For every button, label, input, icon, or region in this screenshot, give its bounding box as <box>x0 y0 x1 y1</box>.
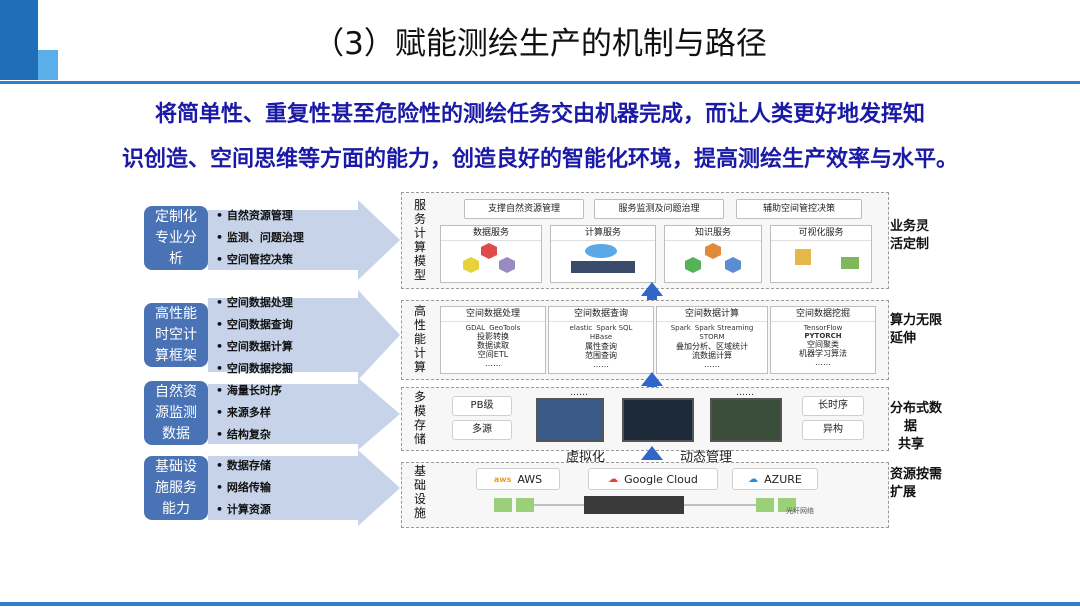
bullet-item: • 空间数据处理 <box>216 296 293 309</box>
hexagon-cluster-icon <box>685 243 741 273</box>
category-box-hpc-framework: 高性能 时空计 算框架 <box>144 303 208 367</box>
hexagon-cluster-icon <box>463 243 515 273</box>
pytorch-logo: PYTORCH <box>804 332 842 340</box>
aws-logo: aws <box>493 474 512 484</box>
dashboard-icon <box>795 249 859 269</box>
module-data-processing: 空间数据处理 GDAL GeoTools 投影转换 数据读取 空间ETL …… <box>440 306 546 374</box>
bullet-item: • 网络传输 <box>216 481 271 494</box>
right-label-custom: 业务灵 活定制 <box>890 219 930 252</box>
bullet-item: • 监测、问题治理 <box>216 231 304 244</box>
aws-provider: aws AWS <box>476 468 560 490</box>
category-box-infrastructure: 基础设 施服务 能力 <box>144 456 208 520</box>
fiber-network-label: 光纤网络 <box>786 507 814 515</box>
category-label-line: 自然资 <box>155 383 197 400</box>
bullet-item: • 结构复杂 <box>216 428 271 441</box>
headline-line-2: 识创造、空间思维等方面的能力，创造良好的智能化环境，提高测绘生产效率与水平。 <box>121 147 958 172</box>
tag-assist-decision: 辅助空间管控决策 <box>736 199 862 219</box>
module-data-query: 空间数据查询 elastic Spark SQL HBase 属性查询 范围查询… <box>548 306 654 374</box>
right-label-compute: 算力无限 延伸 <box>890 313 943 346</box>
header-accent-small <box>38 50 58 80</box>
bullet-item: • 空间数据计算 <box>216 340 293 353</box>
category-label-line: 时空计 <box>155 326 197 343</box>
category-arrow <box>208 378 400 450</box>
google-cloud-provider: ☁ Google Cloud <box>588 468 718 490</box>
bullet-item: • 计算资源 <box>216 503 271 516</box>
knowledge-service-box: 知识服务 <box>664 225 762 283</box>
spark-sql-logo: Spark SQL <box>596 324 633 332</box>
service-layer-label: 服务计算模型 <box>413 198 426 282</box>
headline-line-1: 将简单性、重复性甚至危险性的测绘任务交由机器完成，而让人类更好地发挥知 <box>154 102 925 127</box>
category-bullets: • 数据存储 • 网络传输 • 计算资源 <box>216 455 271 521</box>
virtualization-label: 虚拟化 <box>566 450 606 465</box>
right-label-infra: 资源按需 扩展 <box>890 467 943 500</box>
storage-dots: …… <box>736 388 754 398</box>
header-divider <box>0 81 1080 84</box>
footer-divider <box>0 602 1080 606</box>
category-box-monitoring-data: 自然资 源监测 数据 <box>144 381 208 445</box>
visual-service-box: 可视化服务 <box>770 225 872 283</box>
azure-provider: ☁ AZURE <box>732 468 818 490</box>
satellite-image <box>710 398 782 442</box>
storage-layer-label: 多模存储 <box>413 390 426 446</box>
satellite-image <box>622 398 694 442</box>
bullet-item: • 来源多样 <box>216 406 271 419</box>
hbase-logo: HBase <box>589 333 613 341</box>
storm-logo: STORM <box>699 333 725 341</box>
up-arrow <box>641 282 663 296</box>
category-label-line: 算框架 <box>155 347 197 364</box>
server-cloud-icon <box>571 244 635 273</box>
pill-heterogeneous: 异构 <box>802 420 864 440</box>
category-arrow <box>208 290 400 380</box>
bullet-item: • 空间管控决策 <box>216 253 293 266</box>
spark-streaming-logo: Spark Streaming <box>694 324 754 332</box>
slide-title: （3）赋能测绘生产的机制与路径 <box>313 26 767 62</box>
category-label-line: 专业分 <box>155 229 197 246</box>
category-arrow <box>208 200 400 280</box>
category-bullets: • 自然资源管理 • 监测、问题治理 • 空间管控决策 <box>216 205 304 271</box>
category-label-line: 定制化 <box>155 208 197 225</box>
dynamic-management-label: 动态管理 <box>680 450 733 465</box>
category-label-line: 施服务 <box>155 479 197 496</box>
geotools-logo: GeoTools <box>489 324 521 332</box>
category-label-line: 能力 <box>162 500 190 517</box>
pill-pb: PB级 <box>452 396 512 416</box>
map-image <box>536 398 604 442</box>
google-cloud-icon: ☁ <box>608 473 619 485</box>
header-accent-block <box>0 0 38 80</box>
infra-layer-label: 基础设施 <box>413 464 426 520</box>
pill-multisource: 多源 <box>452 420 512 440</box>
bullet-item: • 自然资源管理 <box>216 209 293 222</box>
category-bullets: • 空间数据处理 • 空间数据查询 • 空间数据计算 • 空间数据挖掘 <box>216 292 293 380</box>
bullet-item: • 数据存储 <box>216 459 271 472</box>
category-arrow <box>208 450 400 526</box>
elastic-logo: elastic <box>569 324 593 332</box>
category-box-custom-analysis: 定制化 专业分 析 <box>144 206 208 270</box>
category-label-line: 高性能 <box>155 305 197 322</box>
category-label-line: 数据 <box>162 425 190 442</box>
gdal-logo: GDAL <box>465 324 486 332</box>
tag-support-resource: 支撑自然资源管理 <box>464 199 584 219</box>
category-label-line: 析 <box>169 250 183 267</box>
module-data-compute: 空间数据计算 Spark Spark Streaming STORM 叠加分析、… <box>656 306 768 374</box>
network-servers-diagram <box>494 496 796 514</box>
bullet-item: • 海量长时序 <box>216 384 282 397</box>
azure-cloud-icon: ☁ <box>748 473 759 485</box>
compute-layer-label: 高性能计算 <box>413 304 426 374</box>
pill-long-series: 长时序 <box>802 396 864 416</box>
category-bullets: • 海量长时序 • 来源多样 • 结构复杂 <box>216 380 282 446</box>
storage-dots: …… <box>570 388 588 398</box>
spark-logo: Spark <box>670 324 691 332</box>
bullet-item: • 空间数据挖掘 <box>216 362 293 375</box>
right-label-storage: 分布式数 据 共享 <box>890 401 943 452</box>
bullet-item: • 空间数据查询 <box>216 318 293 331</box>
data-service-box: 数据服务 <box>440 225 542 283</box>
category-label-line: 基础设 <box>155 458 197 475</box>
module-data-mining: 空间数据挖掘 TensorFlow PYTORCH 空间聚类 机器学习算法 …… <box>770 306 876 374</box>
compute-service-box: 计算服务 <box>550 225 656 283</box>
tensorflow-logo: TensorFlow <box>803 324 843 332</box>
up-arrow <box>641 372 663 386</box>
up-arrow <box>641 446 663 460</box>
category-label-line: 源监测 <box>155 404 197 421</box>
tag-service-monitoring: 服务监测及问题治理 <box>594 199 724 219</box>
